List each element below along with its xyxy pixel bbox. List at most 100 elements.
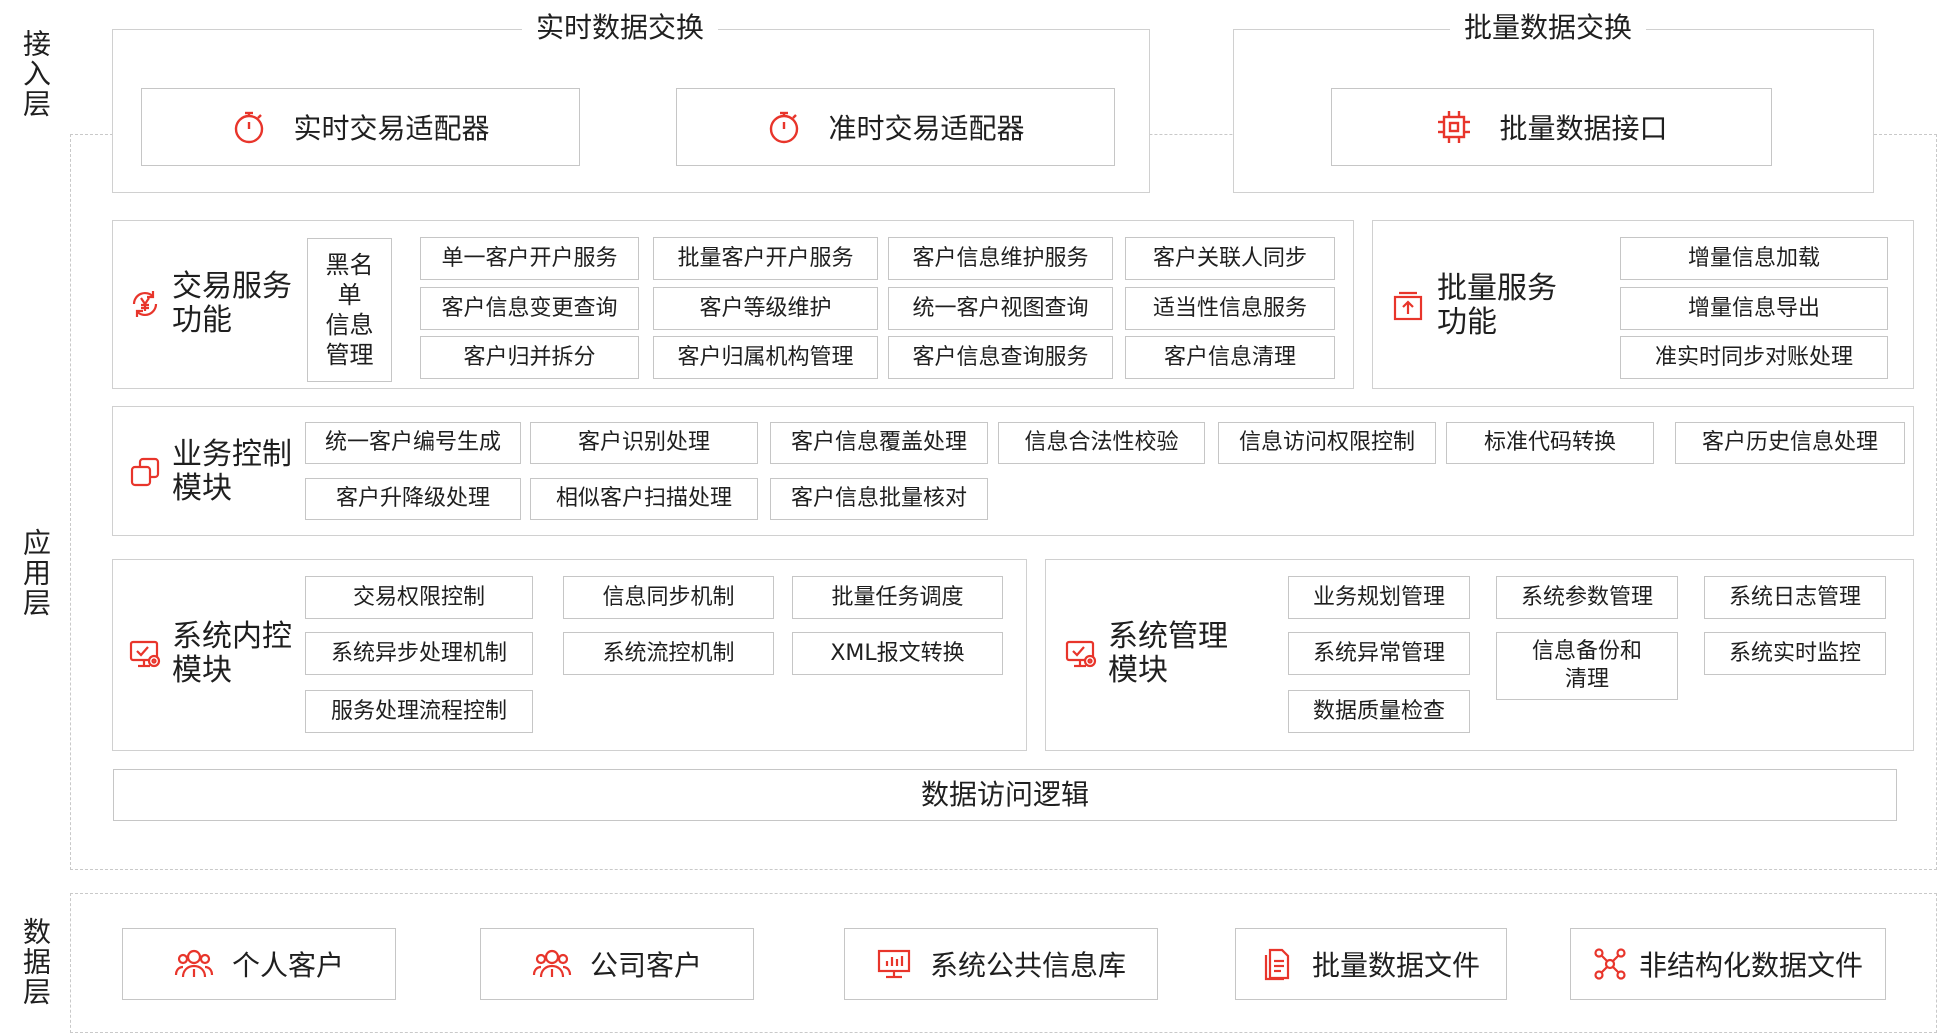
blacklist-line: 信息 [325, 311, 374, 339]
business-item[interactable]: 客户升降级处理 [305, 478, 521, 520]
system-management-title: 系统管理 模块 [1108, 620, 1228, 688]
internal-item[interactable]: 批量任务调度 [792, 576, 1003, 619]
trade-item[interactable]: 批量客户开户服务 [653, 237, 878, 280]
business-item[interactable]: 客户信息批量核对 [770, 478, 988, 520]
blacklist-line: 黑名 [325, 251, 374, 279]
realtime-adapter-box[interactable]: 实时交易适配器 [141, 88, 580, 166]
trade-item[interactable]: 客户信息查询服务 [888, 336, 1113, 379]
trade-item[interactable]: 客户信息维护服务 [888, 237, 1113, 280]
sysmgmt-backup-line2: 清理 [1564, 667, 1609, 692]
realtime-adapter-label: 实时交易适配器 [293, 112, 490, 145]
ontime-adapter-label: 准时交易适配器 [828, 112, 1025, 145]
blacklist-line: 管理 [325, 341, 374, 369]
monitor-check-icon [1064, 637, 1098, 671]
copy-icon [128, 455, 162, 489]
data-source-public-db[interactable]: 系统公共信息库 [844, 928, 1158, 1000]
data-source-label: 非结构化数据文件 [1638, 949, 1863, 982]
blacklist-box[interactable]: 黑名 单 信息 管理 [307, 238, 392, 382]
trade-item[interactable]: 客户信息清理 [1125, 336, 1335, 379]
blacklist-line: 单 [337, 281, 362, 309]
trade-item[interactable]: 客户归属机构管理 [653, 336, 878, 379]
trade-service-title: 交易服务 功能 [172, 270, 292, 338]
trade-item[interactable]: 客户关联人同步 [1125, 237, 1335, 280]
batch-service-title-line2: 功能 [1437, 305, 1497, 340]
sysmgmt-item[interactable]: 系统日志管理 [1704, 576, 1886, 619]
monitor-chart-icon [876, 947, 912, 981]
sysmgmt-item-backup[interactable]: 信息备份和 清理 [1496, 632, 1678, 700]
data-access-logic-bar[interactable]: 数据访问逻辑 [113, 769, 1897, 821]
internal-control-title-line2: 模块 [172, 653, 232, 688]
trade-service-title-line2: 功能 [172, 303, 232, 338]
internal-control-title: 系统内控 模块 [172, 620, 292, 688]
batch-service-item[interactable]: 增量信息加载 [1620, 237, 1888, 280]
monitor-check-icon [128, 637, 162, 671]
business-item[interactable]: 客户识别处理 [530, 422, 758, 464]
sysmgmt-backup-line1: 信息备份和 [1531, 639, 1642, 664]
internal-item[interactable]: 系统流控机制 [563, 632, 774, 675]
network-icon [1593, 947, 1627, 981]
trade-service-title-line1: 交易服务 [172, 269, 292, 304]
data-source-label: 个人客户 [231, 949, 344, 982]
sysmgmt-item[interactable]: 系统参数管理 [1496, 576, 1678, 619]
layer-label-application-text: 应用层 [19, 527, 52, 618]
data-source-label: 系统公共信息库 [929, 949, 1126, 982]
batch-service-title-line1: 批量服务 [1437, 271, 1557, 306]
business-control-title-line2: 模块 [172, 471, 232, 506]
business-control-title-line1: 业务控制 [172, 437, 292, 472]
trade-item[interactable]: 统一客户视图查询 [888, 287, 1113, 330]
users-icon [532, 947, 572, 981]
stopwatch-icon [231, 109, 267, 145]
layer-label-access: 接入层 [15, 28, 55, 120]
business-item[interactable]: 客户信息覆盖处理 [770, 422, 988, 464]
business-control-heading: 业务控制 模块 [128, 438, 292, 506]
batch-service-item[interactable]: 增量信息导出 [1620, 287, 1888, 330]
business-item[interactable]: 标准代码转换 [1446, 422, 1654, 464]
data-source-batch-file[interactable]: 批量数据文件 [1235, 928, 1507, 1000]
stopwatch-icon [766, 109, 802, 145]
trade-item[interactable]: 客户归并拆分 [420, 336, 639, 379]
business-item[interactable]: 客户历史信息处理 [1675, 422, 1905, 464]
trade-item[interactable]: 单一客户开户服务 [420, 237, 639, 280]
trade-item[interactable]: 客户信息变更查询 [420, 287, 639, 330]
trade-service-heading: 交易服务 功能 [128, 270, 292, 338]
data-source-unstructured-file[interactable]: 非结构化数据文件 [1570, 928, 1886, 1000]
data-source-company-customer[interactable]: 公司客户 [480, 928, 754, 1000]
internal-item[interactable]: XML报文转换 [792, 632, 1003, 675]
batch-service-item[interactable]: 准实时同步对账处理 [1620, 336, 1888, 379]
upload-tray-icon [1391, 289, 1425, 323]
business-item[interactable]: 统一客户编号生成 [305, 422, 521, 464]
realtime-exchange-title: 实时数据交换 [522, 11, 719, 45]
system-management-title-line1: 系统管理 [1108, 619, 1228, 654]
layer-label-application: 应用层 [15, 525, 55, 620]
business-item[interactable]: 相似客户扫描处理 [530, 478, 758, 520]
trade-item[interactable]: 适当性信息服务 [1125, 287, 1335, 330]
data-source-personal-customer[interactable]: 个人客户 [122, 928, 396, 1000]
batch-interface-label: 批量数据接口 [1499, 112, 1668, 145]
business-control-title: 业务控制 模块 [172, 438, 292, 506]
business-item[interactable]: 信息访问权限控制 [1218, 422, 1436, 464]
internal-control-heading: 系统内控 模块 [128, 620, 292, 688]
system-management-heading: 系统管理 模块 [1064, 620, 1228, 688]
internal-item[interactable]: 信息同步机制 [563, 576, 774, 619]
batch-service-title: 批量服务 功能 [1437, 272, 1557, 340]
batch-service-heading: 批量服务 功能 [1391, 272, 1557, 340]
data-source-label: 公司客户 [589, 949, 702, 982]
users-icon [174, 947, 214, 981]
sysmgmt-item[interactable]: 业务规划管理 [1288, 576, 1470, 619]
system-management-title-line2: 模块 [1108, 653, 1168, 688]
internal-item[interactable]: 服务处理流程控制 [305, 690, 533, 733]
business-item[interactable]: 信息合法性校验 [998, 422, 1205, 464]
data-source-label: 批量数据文件 [1311, 949, 1480, 982]
internal-control-title-line1: 系统内控 [172, 619, 292, 654]
sysmgmt-item[interactable]: 系统实时监控 [1704, 632, 1886, 675]
batch-exchange-title: 批量数据交换 [1450, 11, 1647, 45]
trade-item[interactable]: 客户等级维护 [653, 287, 878, 330]
internal-item[interactable]: 交易权限控制 [305, 576, 533, 619]
layer-label-data: 数据层 [15, 914, 55, 1009]
ontime-adapter-box[interactable]: 准时交易适配器 [676, 88, 1115, 166]
internal-item[interactable]: 系统异步处理机制 [305, 632, 533, 675]
chip-icon [1435, 108, 1473, 146]
sysmgmt-item[interactable]: 系统异常管理 [1288, 632, 1470, 675]
sysmgmt-item[interactable]: 数据质量检查 [1288, 690, 1470, 733]
batch-interface-box[interactable]: 批量数据接口 [1331, 88, 1772, 166]
